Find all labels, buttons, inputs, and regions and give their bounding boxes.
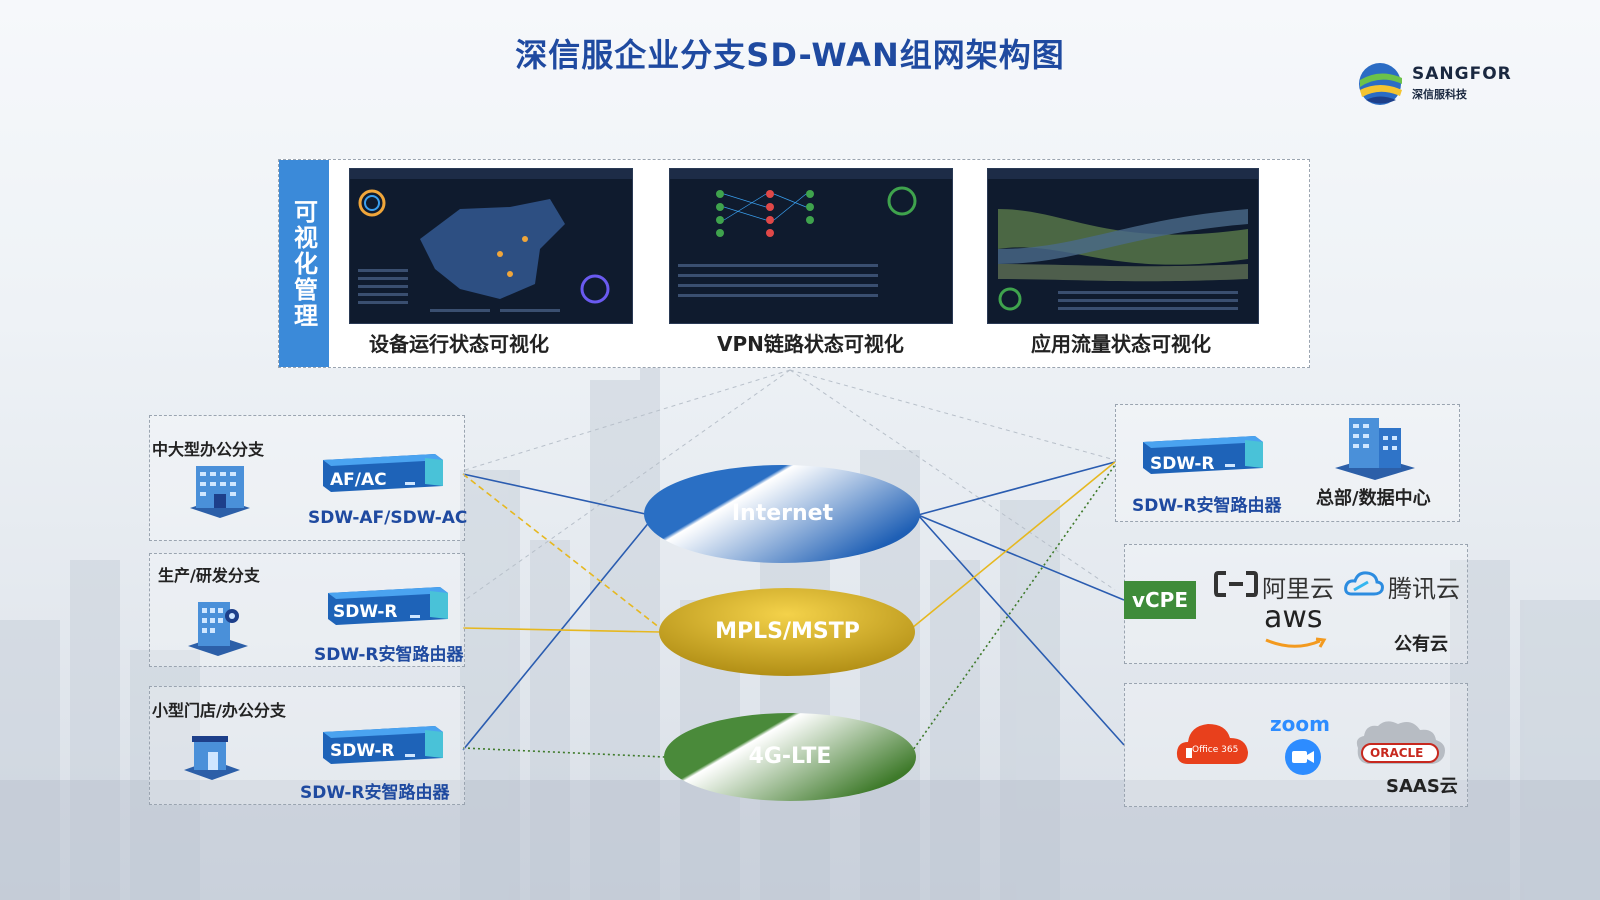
oracle-label: ORACLE	[1370, 746, 1424, 760]
tencent-cloud-icon	[1344, 571, 1384, 596]
mpls-label: MPLS/MSTP	[715, 619, 860, 644]
visual-management-side-label: 可视化管理	[279, 160, 329, 367]
lte-ellipse	[664, 713, 916, 801]
aliyun-logo-icon	[1214, 571, 1258, 597]
visual-management-panel: 可视化管理	[278, 159, 1310, 368]
public-cloud-label: 公有云	[1394, 634, 1448, 655]
internet-ellipse	[644, 465, 920, 563]
office365-label: Office 365	[1192, 745, 1239, 755]
sdwr-device-label-branch3: SDW-R安智路由器	[300, 783, 450, 803]
sdwr-device-label-branch2: SDW-R安智路由器	[314, 645, 464, 665]
af-ac-device-label: SDW-AF/SDW-AC	[308, 508, 468, 528]
sangfor-globe-icon	[1359, 63, 1402, 105]
vpn-status-screenshot	[669, 168, 953, 324]
sangfor-logo: SANGFOR 深信服科技	[1356, 60, 1511, 110]
logo-brand-cn: 深信服科技	[1412, 88, 1467, 101]
af-ac-device-icon	[323, 454, 443, 492]
logo-brand: SANGFOR	[1412, 64, 1512, 84]
aws-smile-icon	[1265, 637, 1327, 648]
sdwr-device-name-branch2: SDW-R	[333, 602, 398, 622]
sdwr-device-name-branch3: SDW-R	[330, 741, 395, 761]
sdwr-device-icon-branch2	[328, 587, 448, 625]
sdwr-device-label-hq: SDW-R安智路由器	[1132, 496, 1282, 516]
caption-device-status: 设备运行状态可视化	[369, 332, 549, 356]
oracle-cloud-icon	[1356, 721, 1445, 764]
aliyun-label: 阿里云	[1262, 575, 1334, 603]
page-title: 深信服企业分支SD-WAN组网架构图	[515, 36, 1065, 74]
mpls-ellipse	[659, 588, 915, 676]
tencent-cloud-label: 腾讯云	[1388, 575, 1460, 603]
aws-label: aws	[1264, 600, 1323, 635]
headquarters-building-icon	[1335, 418, 1415, 480]
zoom-label: zoom	[1270, 712, 1330, 736]
branch-production-rd-title: 生产/研发分支	[158, 566, 260, 585]
hq-datacenter-label: 总部/数据中心	[1316, 488, 1431, 509]
sdwr-device-icon-branch3	[323, 726, 443, 764]
branch-large-office-title: 中大型办公分支	[152, 440, 265, 459]
vcpe-badge: vCPE	[1124, 581, 1196, 619]
office-building-icon	[190, 466, 250, 518]
internet-label: Internet	[731, 501, 834, 526]
saas-cloud-label: SAAS云	[1386, 776, 1458, 797]
sdwr-device-icon-hq	[1143, 436, 1263, 474]
lte-label: 4G-LTE	[748, 744, 832, 769]
app-traffic-screenshot	[987, 168, 1259, 324]
sdwr-device-name-hq: SDW-R	[1150, 454, 1215, 474]
branch-small-store-title: 小型门店/办公分支	[152, 701, 286, 720]
caption-app-traffic: 应用流量状态可视化	[1031, 332, 1211, 356]
caption-vpn-status: VPN链路状态可视化	[717, 332, 904, 356]
zoom-camera-icon	[1285, 739, 1321, 775]
device-status-screenshot	[349, 168, 633, 324]
factory-building-icon	[188, 602, 248, 656]
office365-cloud-icon	[1176, 724, 1248, 764]
af-ac-device-name: AF/AC	[330, 470, 387, 490]
small-store-icon	[184, 736, 240, 780]
